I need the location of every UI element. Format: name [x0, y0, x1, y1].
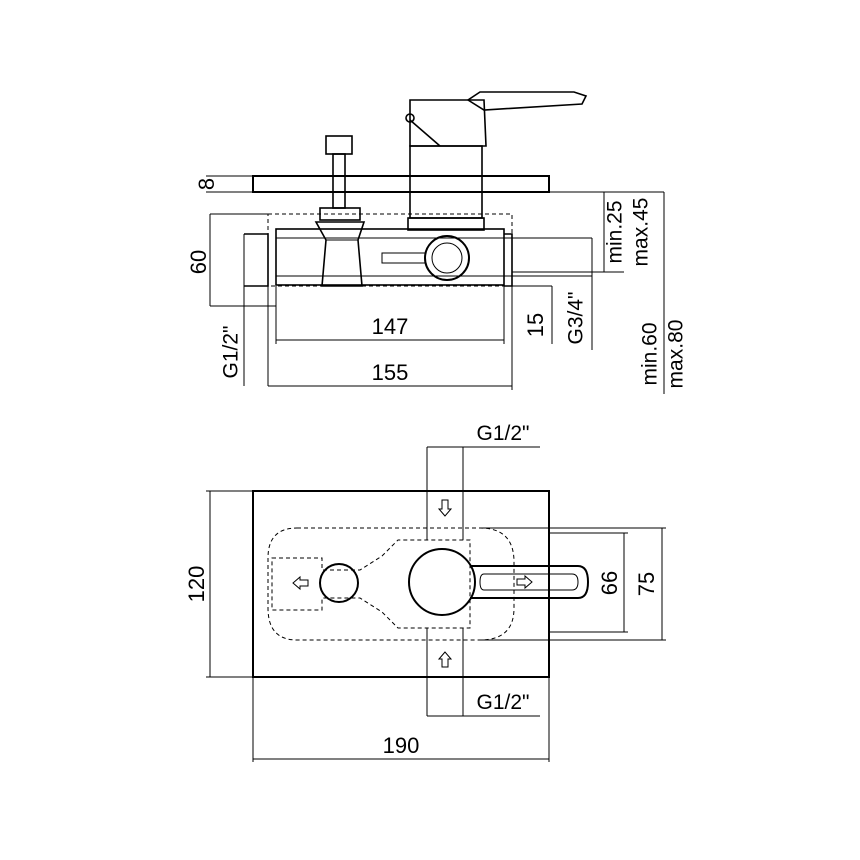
dim-plate-width-label: 190	[383, 733, 420, 758]
dim-handle-length: 66	[549, 532, 628, 633]
dim-outlet-offset-label: 15	[523, 313, 548, 337]
dim-outlet-offset: 15	[504, 285, 553, 344]
dim-wall-thickness: min.25 max.45	[512, 191, 664, 273]
dim-handle-length-label: 66	[597, 571, 622, 595]
dim-box-depth: 147	[275, 286, 505, 344]
dim-recess-height: 75	[480, 527, 666, 641]
front-view: G1/2" G1/2" 120 190 66	[184, 422, 666, 762]
dim-recess-height-label: 75	[634, 572, 659, 596]
outlet-port	[381, 235, 470, 281]
dim-box-depth-label: 147	[372, 314, 409, 339]
dim-bottom-inlet-label: G1/2"	[477, 691, 530, 714]
dim-wall-max-label: max.45	[630, 198, 653, 267]
inner-chamber-outline	[271, 539, 471, 629]
mixer-lever	[470, 565, 590, 599]
dim-body-height: 60	[186, 213, 276, 307]
dim-outlet-thread: G3/4"	[470, 237, 593, 350]
arrow-up-icon	[437, 651, 453, 668]
dim-plate-height-label: 120	[184, 566, 209, 603]
dim-box-width-label: 155	[372, 360, 409, 385]
diverter-knob	[319, 563, 359, 603]
mixer-cartridge	[405, 91, 588, 231]
dim-wall-min-label: min.25	[604, 200, 627, 263]
dim-inlet-thread: G1/2"	[220, 234, 269, 386]
installation-box-outline	[267, 213, 513, 287]
dim-install-depth: min.60 max.80	[639, 192, 688, 394]
cover-plate	[252, 175, 550, 193]
dim-bottom-inlet: G1/2"	[426, 628, 540, 717]
recess-outline	[267, 527, 515, 641]
dim-plate-height: 120	[184, 490, 253, 678]
front-cover-plate	[252, 490, 550, 678]
mixer-handle-round	[408, 548, 476, 616]
dim-inlet-thread-label: G1/2"	[220, 326, 243, 379]
arrow-down-icon	[437, 499, 453, 517]
dim-depth-min-label: min.60	[639, 322, 662, 385]
dim-plate-thickness-label: 8	[194, 178, 219, 190]
dim-body-height-label: 60	[186, 250, 211, 274]
dim-outlet-thread-label: G3/4"	[565, 292, 588, 345]
dim-top-inlet: G1/2"	[426, 422, 540, 540]
dim-plate-width: 190	[252, 677, 550, 762]
dim-depth-max-label: max.80	[665, 320, 688, 389]
dim-plate-thickness: 8	[194, 175, 253, 193]
arrow-left-icon	[292, 575, 309, 591]
arrow-right-icon	[516, 574, 533, 590]
dim-box-width: 155	[268, 286, 513, 390]
side-view: 8 60 G1/2" 147 155	[186, 91, 688, 394]
dim-top-inlet-label: G1/2"	[477, 422, 530, 445]
diverter-stem	[314, 135, 366, 287]
